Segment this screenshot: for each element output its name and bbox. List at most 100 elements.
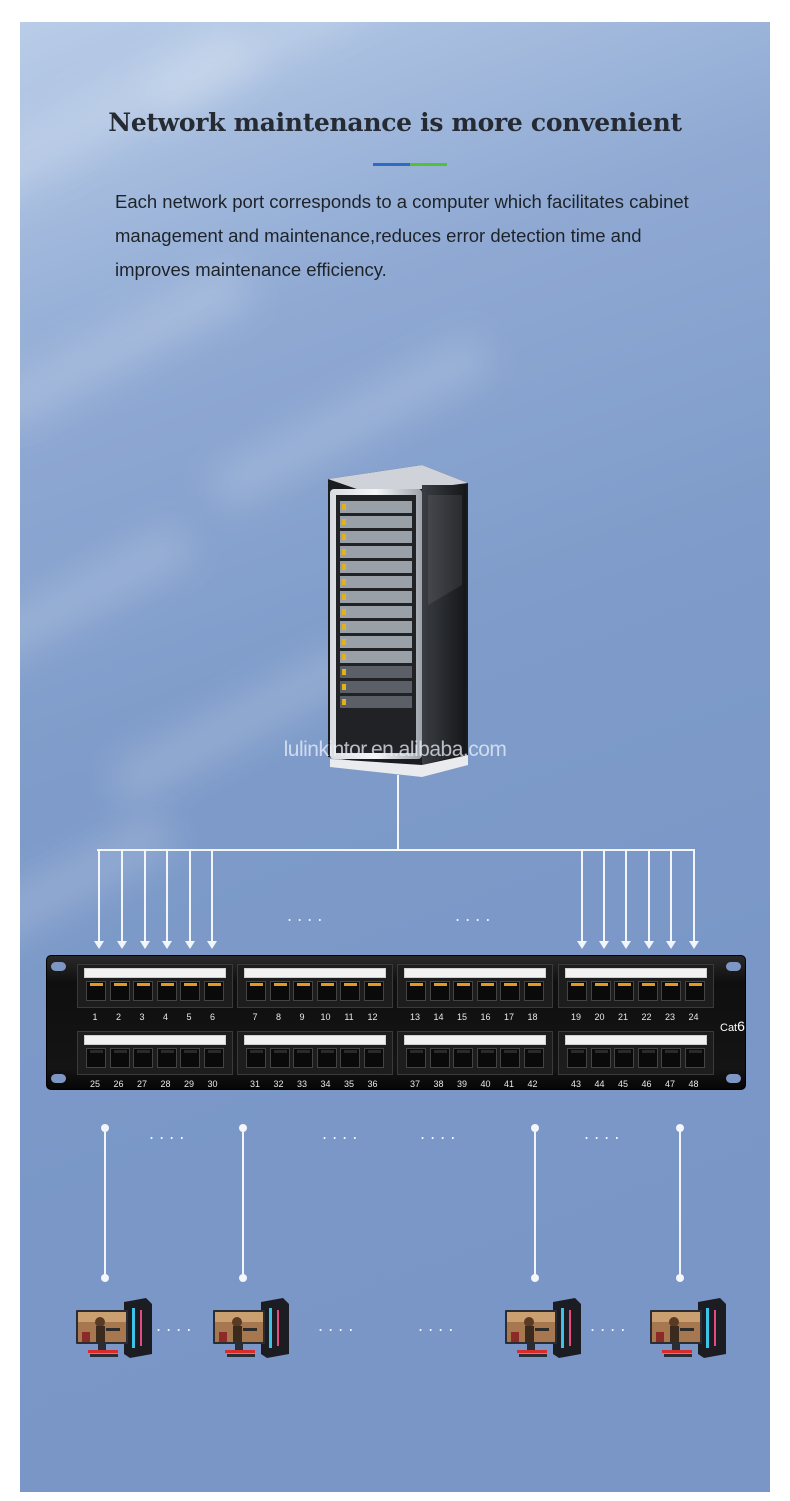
port-latch [160,1050,174,1053]
port-latch [504,1050,517,1053]
port-latch [433,1050,447,1053]
drop-line [166,850,168,942]
arrow-down-icon [621,941,631,949]
top-ellipsis-right: .... [455,906,496,925]
server-rack-icon [328,465,468,777]
port-latch [480,983,494,986]
port-latch [457,983,470,986]
rj45-port [637,981,658,1001]
port-number: 43 [570,1079,581,1089]
drop-line [670,850,672,942]
rj45-port [429,1048,450,1068]
line-endpoint [676,1274,684,1282]
rj45-port [109,1048,130,1068]
port-number: 1 [92,1012,98,1022]
rj45-port [340,1048,360,1068]
drop-line [98,850,100,942]
link-line [679,1128,681,1278]
page-title: Network maintenance is more convenient [108,108,682,137]
rack-unit-led [342,549,346,555]
port-block [77,1031,233,1075]
rack-unit [340,561,412,573]
bottom-ellipsis-2: .... [318,1316,359,1335]
port-block [237,964,393,1008]
rj45-port [567,1048,587,1068]
port-number: 12 [367,1012,378,1022]
port-latch [113,1050,127,1053]
rj45-port [203,981,224,1001]
rj45-port [661,981,681,1001]
port-latch [641,1050,655,1053]
rack-unit-led [342,519,346,525]
rack-unit [340,501,412,513]
port-number: 46 [641,1079,652,1089]
mid-ellipsis-1: .... [149,1124,190,1143]
rj45-port [523,981,544,1001]
port-number: 37 [409,1079,420,1089]
port-latch [344,983,357,986]
drop-line [693,850,695,942]
port-latch [527,983,541,986]
port-latch [433,983,447,986]
rj45-port [590,981,611,1001]
port-latch [571,983,584,986]
mid-ellipsis-3: .... [420,1124,461,1143]
rj45-port [246,981,266,1001]
port-number: 7 [252,1012,258,1022]
port-latch [184,983,197,986]
rack-unit-led [342,699,346,705]
arrow-down-icon [162,941,172,949]
arrow-down-icon [94,941,104,949]
port-number: 25 [89,1079,100,1089]
port-number: 29 [183,1079,194,1089]
rj45-port [269,981,290,1001]
port-number: 15 [456,1012,467,1022]
port-block [397,1031,553,1075]
rj45-port [316,1048,337,1068]
line-endpoint [101,1274,109,1282]
bottom-ellipsis-3: .... [418,1316,459,1335]
port-number: 19 [570,1012,581,1022]
rj45-port [293,981,313,1001]
port-latch [618,983,631,986]
rj45-port [269,1048,290,1068]
rack-unit [340,651,412,663]
rj45-port [109,981,130,1001]
line-endpoint [239,1274,247,1282]
port-latch [90,1050,103,1053]
port-number: 48 [688,1079,699,1089]
port-latch [367,1050,381,1053]
trunk-line [397,775,399,851]
rj45-port [156,981,177,1001]
port-number: 32 [273,1079,284,1089]
port-latch [688,983,702,986]
arrow-down-icon [577,941,587,949]
rack-unit [340,516,412,528]
mount-hole [726,1074,741,1083]
port-number: 30 [207,1079,218,1089]
port-number: 3 [139,1012,145,1022]
desktop-computer-icon [76,1298,152,1358]
rj45-port [293,1048,313,1068]
link-line [104,1128,106,1278]
rack-unit [340,546,412,558]
arrow-down-icon [689,941,699,949]
link-line [534,1128,536,1278]
port-number: 17 [503,1012,514,1022]
port-latch [367,983,381,986]
port-number: 16 [480,1012,491,1022]
port-number: 44 [594,1079,605,1089]
arrow-down-icon [666,941,676,949]
rack-unit-led [342,579,346,585]
bottom-ellipsis-4: .... [590,1316,631,1335]
drop-line [211,850,213,942]
rj45-port [406,981,426,1001]
rj45-port [180,1048,200,1068]
port-latch [113,983,127,986]
port-latch [297,983,310,986]
arrow-down-icon [185,941,195,949]
port-latch [90,983,103,986]
mount-hole [726,962,741,971]
port-latch [137,1050,150,1053]
top-ellipsis-left: .... [287,906,328,925]
